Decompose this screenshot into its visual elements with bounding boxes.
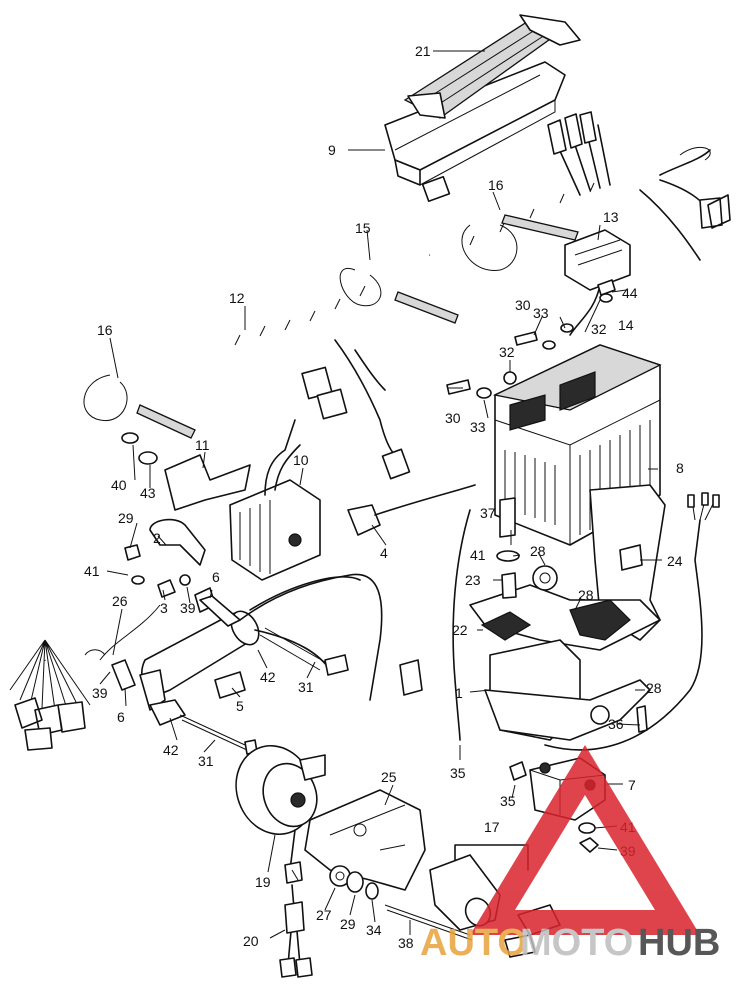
callout-9: 9 <box>328 142 336 158</box>
callout-42a: 42 <box>260 669 276 685</box>
callout-28c: 28 <box>646 680 662 696</box>
callout-26: 26 <box>112 593 128 609</box>
callout-28a: 28 <box>530 543 546 559</box>
callout-39a: 39 <box>180 600 196 616</box>
watermark-text-moto: MOTO <box>520 922 633 964</box>
callout-25: 25 <box>381 769 397 785</box>
callout-1: 1 <box>455 685 463 701</box>
callout-42b: 42 <box>163 742 179 758</box>
callout-13: 13 <box>603 209 619 225</box>
callout-23: 23 <box>465 572 481 588</box>
callout-33a: 33 <box>533 305 549 321</box>
regulator-rectifier <box>121 419 321 598</box>
callout-31a: 31 <box>298 679 314 695</box>
callout-34: 34 <box>366 922 382 938</box>
battery-holder <box>452 484 720 751</box>
callout-31b: 31 <box>198 753 214 769</box>
callout-5: 5 <box>236 698 244 714</box>
callout-8: 8 <box>676 460 684 476</box>
callout-30b: 30 <box>445 410 461 426</box>
callout-28b: 28 <box>578 587 594 603</box>
callout-41a: 41 <box>84 563 100 579</box>
callout-40: 40 <box>111 477 127 493</box>
callout-35a: 35 <box>450 765 466 781</box>
main-wiring-harness <box>9 111 731 751</box>
starter-switch-bracket <box>304 789 426 900</box>
callout-20: 20 <box>243 933 259 949</box>
callout-29b: 29 <box>340 916 356 932</box>
callout-44: 44 <box>622 285 638 301</box>
pulse-generator <box>235 744 326 978</box>
ignition-coil <box>84 573 383 755</box>
callout-17: 17 <box>484 819 500 835</box>
callout-43: 43 <box>140 485 156 501</box>
callout-19: 19 <box>255 874 271 890</box>
callout-32a: 32 <box>591 321 607 337</box>
callout-12: 12 <box>229 290 245 306</box>
watermark-triangle <box>470 745 700 935</box>
callout-10: 10 <box>293 452 309 468</box>
callout-41b: 41 <box>470 547 486 563</box>
callout-15: 15 <box>355 220 371 236</box>
callout-38: 38 <box>398 935 414 951</box>
wire-clamp <box>347 484 476 536</box>
callout-33b: 33 <box>470 419 486 435</box>
callout-24: 24 <box>667 553 683 569</box>
callout-37: 37 <box>480 505 496 521</box>
strap <box>403 14 581 119</box>
callout-16a: 16 <box>488 177 504 193</box>
callout-39b: 39 <box>92 685 108 701</box>
callout-30a: 30 <box>515 297 531 313</box>
callout-29a: 29 <box>118 510 134 526</box>
callout-27: 27 <box>316 907 332 923</box>
callout-3: 3 <box>160 600 168 616</box>
battery-terminal-bolts <box>446 279 616 399</box>
callout-6b: 6 <box>117 709 125 725</box>
watermark-text-auto: AUTO <box>420 922 527 964</box>
leader-lines <box>99 50 662 939</box>
callout-22: 22 <box>452 622 468 638</box>
callout-14: 14 <box>618 317 634 333</box>
callout-35b: 35 <box>500 793 516 809</box>
callout-6a: 6 <box>212 569 220 585</box>
watermark-logo: AUTO MOTO HUB <box>420 745 720 964</box>
callout-16b: 16 <box>97 322 113 338</box>
callout-21: 21 <box>415 43 431 59</box>
callout-36: 36 <box>608 716 624 732</box>
callout-7: 7 <box>628 777 636 793</box>
callout-2: 2 <box>153 530 161 546</box>
watermark-text-hub: HUB <box>638 922 720 964</box>
callout-32b: 32 <box>499 344 515 360</box>
tool-tray-cover <box>384 61 566 186</box>
callout-4: 4 <box>380 545 388 561</box>
callout-11: 11 <box>195 437 210 453</box>
